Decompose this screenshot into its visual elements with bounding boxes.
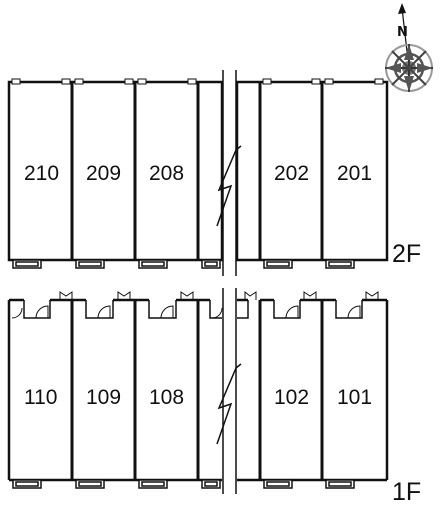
north-label: N [397, 25, 408, 40]
unit-label: 208 [149, 162, 184, 185]
unit-label: 109 [86, 386, 121, 409]
unit-label: 202 [274, 162, 309, 185]
floor-2f: 210 209 208 202 201 2F [7, 70, 421, 276]
unit-label: 209 [86, 162, 121, 185]
unit-label: 108 [149, 386, 184, 409]
unit-label: 201 [337, 162, 372, 185]
compass-icon: N [385, 3, 433, 92]
unit-label: 102 [274, 386, 309, 409]
floor-label-1f: 1F [392, 478, 421, 506]
building-2f-left-wall [7, 80, 224, 262]
floor-1f: 110 109 108 102 101 1F [7, 288, 421, 506]
floor-label-2f: 2F [392, 240, 421, 268]
unit-label: 210 [24, 162, 59, 185]
unit-label: 101 [337, 386, 372, 409]
unit-label: 110 [24, 386, 57, 409]
